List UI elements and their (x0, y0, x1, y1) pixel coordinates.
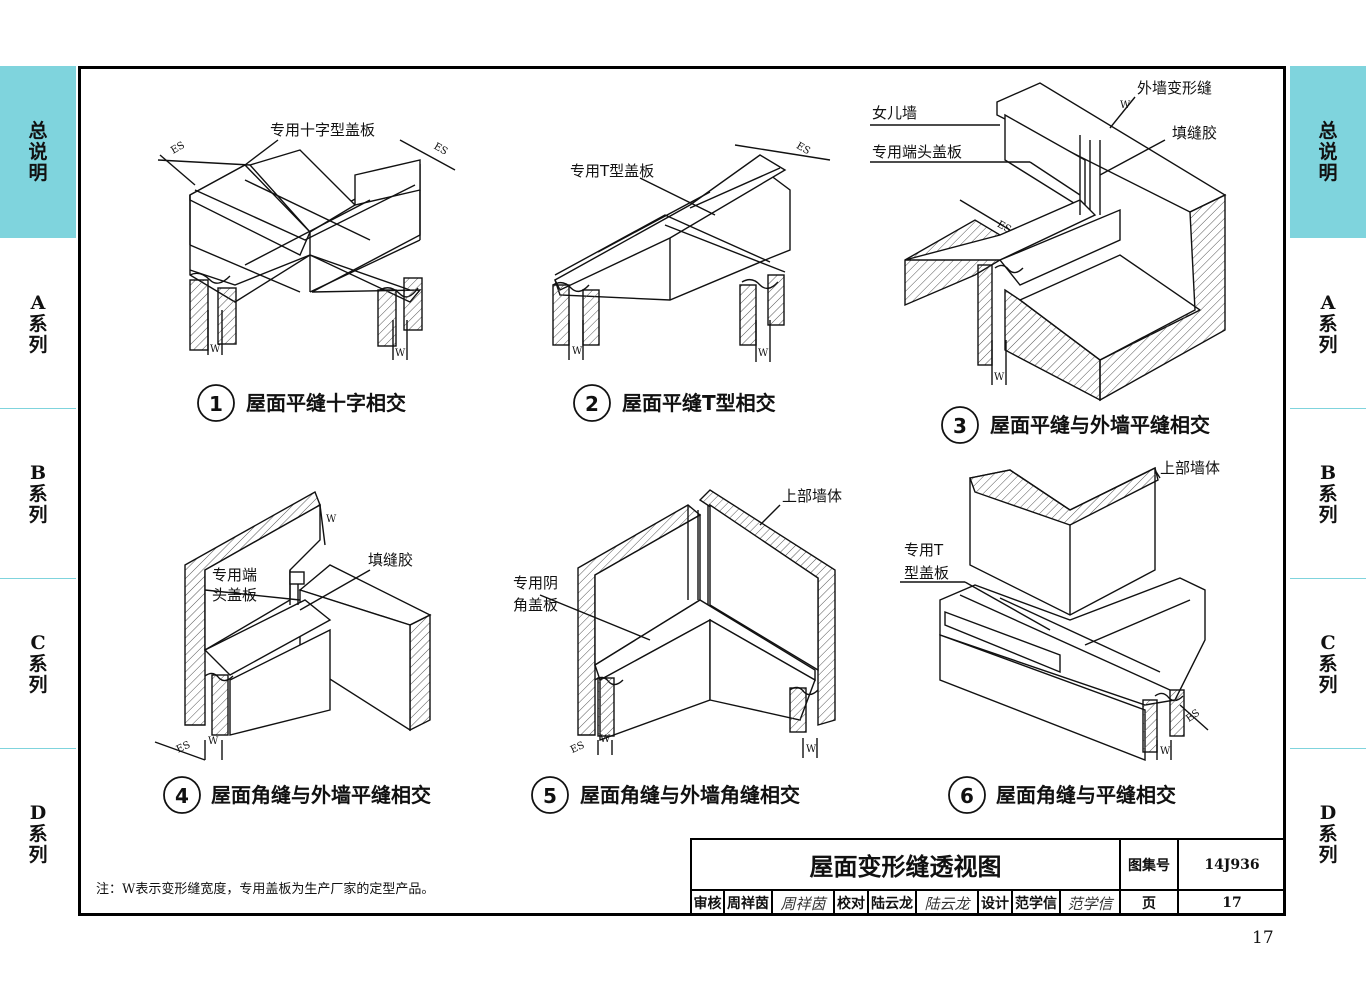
tab-divider (0, 578, 76, 579)
caption-text: 屋面平缝T型相交 (622, 391, 776, 415)
label-upper-wall: 上部墙体 (782, 487, 842, 505)
caption-number: 6 (960, 784, 974, 808)
label-t-cover-1: 专用T (904, 541, 944, 559)
tab-label: D系列 (28, 801, 48, 866)
side-tab-a-right[interactable]: A系列 (1290, 240, 1366, 408)
caption-text: 屋面角缝与外墙角缝相交 (580, 783, 800, 807)
review-signature: 周祥茵 (772, 890, 834, 916)
dim-w: W (210, 344, 221, 355)
title-block: 屋面变形缝透视图 图集号 14J936 审核 周祥茵 周祥茵 校对 陆云龙 陆云… (690, 838, 1286, 916)
side-tab-d-right[interactable]: D系列 (1290, 750, 1366, 918)
design-name: 范学信 (1012, 890, 1060, 916)
tab-label: D系列 (1318, 801, 1338, 866)
caption-number: 5 (543, 784, 557, 808)
caption-2: 2 屋面平缝T型相交 (573, 384, 776, 422)
side-tab-c-right[interactable]: C系列 (1290, 580, 1366, 748)
tab-divider (1290, 408, 1366, 409)
figure-2-t-joint (552, 144, 831, 362)
caption-5: 5 屋面角缝与外墙角缝相交 (531, 776, 800, 814)
tab-label: 总说明 (1318, 119, 1338, 184)
footnote: 注：W表示变形缝宽度，专用盖板为生产厂家的定型产品。 (96, 882, 435, 897)
dim-w: W (326, 514, 337, 525)
label-end-cover: 专用端头盖板 (872, 143, 962, 161)
check-signature: 陆云龙 (916, 890, 978, 916)
dim-w: W (806, 744, 817, 755)
tab-divider (1290, 748, 1366, 749)
label-sealant: 填缝胶 (368, 551, 413, 569)
dim-w: W (572, 346, 583, 357)
design-label: 设计 (978, 890, 1012, 916)
tab-label: 总说明 (28, 119, 48, 184)
caption-6: 6 屋面角缝与平缝相交 (948, 776, 1176, 814)
label-upper-wall: 上部墙体 (1160, 459, 1220, 477)
page-number: 17 (1252, 928, 1274, 948)
label-inner-corner-cover-1: 专用阴 (513, 574, 558, 592)
dim-w: W (395, 348, 406, 359)
check-name: 陆云龙 (868, 890, 916, 916)
figure-4-corner-wall-joint (154, 490, 432, 761)
caption-text: 屋面角缝与外墙平缝相交 (211, 783, 431, 807)
dim-es: ES (569, 740, 587, 756)
caption-text: 屋面平缝十字相交 (246, 391, 406, 415)
caption-4: 4 屋面角缝与外墙平缝相交 (163, 776, 431, 814)
dim-es: ES (432, 141, 450, 158)
figure-5-inner-corner-joint (539, 489, 836, 758)
atlas-number: 14J936 (1178, 838, 1286, 890)
review-name: 周祥茵 (724, 890, 772, 916)
side-tab-general-right[interactable]: 总说明 (1290, 66, 1366, 238)
caption-1: 1 屋面平缝十字相交 (197, 384, 406, 422)
dim-w: W (994, 372, 1005, 383)
side-tab-general-left[interactable]: 总说明 (0, 66, 76, 238)
tab-divider (1290, 578, 1366, 579)
dim-w: W (600, 734, 611, 745)
title-block-page-number: 17 (1178, 890, 1286, 916)
label-parapet: 女儿墙 (872, 104, 917, 122)
side-tab-b-left[interactable]: B系列 (0, 410, 76, 578)
side-tab-c-left[interactable]: C系列 (0, 580, 76, 748)
drawing-frame (78, 66, 1286, 916)
review-label: 审核 (690, 890, 724, 916)
dim-w: W (1160, 746, 1171, 757)
caption-number: 4 (175, 784, 189, 808)
caption-text: 屋面角缝与平缝相交 (996, 783, 1176, 807)
label-t-cover: 专用T型盖板 (570, 162, 654, 180)
atlas-label: 图集号 (1120, 838, 1178, 890)
caption-number: 1 (209, 392, 223, 416)
drawing-canvas: 专用十字型盖板 ES ES W W 专用T型盖板 ES (154, 79, 1227, 814)
tab-divider (0, 408, 76, 409)
caption-number: 2 (585, 392, 599, 416)
dim-es: ES (169, 140, 187, 157)
design-signature: 范学信 (1060, 890, 1120, 916)
drawing-title: 屋面变形缝透视图 (690, 838, 1120, 890)
label-sealant: 填缝胶 (1172, 124, 1217, 142)
tab-label: B系列 (28, 461, 48, 526)
side-tab-a-left[interactable]: A系列 (0, 240, 76, 408)
label-end-cover-2: 头盖板 (212, 586, 257, 604)
tab-label: A系列 (28, 291, 48, 356)
label-inner-corner-cover-2: 角盖板 (513, 596, 558, 614)
label-end-cover-1: 专用端 (212, 566, 257, 584)
label-t-cover-2: 型盖板 (904, 564, 949, 582)
caption-3: 3 屋面平缝与外墙平缝相交 (941, 406, 1210, 444)
tab-label: C系列 (28, 631, 48, 696)
tab-label: C系列 (1318, 631, 1338, 696)
side-tab-b-right[interactable]: B系列 (1290, 410, 1366, 578)
side-tab-d-left[interactable]: D系列 (0, 750, 76, 918)
figure-1-cross-joint (157, 139, 456, 360)
dim-w: W (1120, 100, 1131, 111)
dim-w: W (758, 348, 769, 359)
figure-6-corner-flat-joint (900, 466, 1209, 762)
label-wall-joint: 外墙变形缝 (1137, 79, 1212, 97)
caption-number: 3 (953, 414, 967, 438)
figure-3-roof-wall-joint (870, 82, 1227, 402)
check-label: 校对 (834, 890, 868, 916)
tab-label: A系列 (1318, 291, 1338, 356)
dim-es: ES (175, 740, 193, 756)
page-label: 页 (1120, 890, 1178, 916)
tab-label: B系列 (1318, 461, 1338, 526)
label-cross-cover: 专用十字型盖板 (270, 121, 375, 139)
tab-divider (0, 748, 76, 749)
dim-w: W (208, 736, 219, 747)
caption-text: 屋面平缝与外墙平缝相交 (990, 413, 1210, 437)
